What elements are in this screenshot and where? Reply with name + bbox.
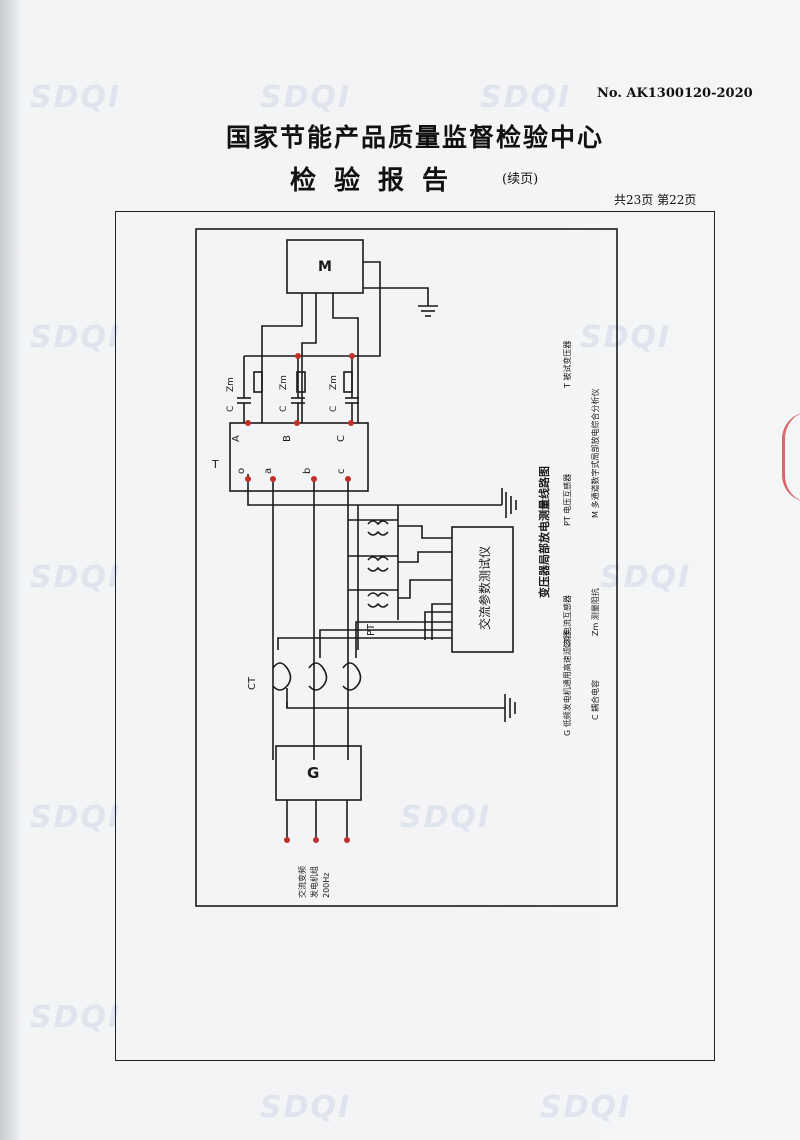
label-m: M (318, 259, 332, 275)
zm-label-a: Zm (226, 377, 236, 392)
terminal-label-a: A (231, 435, 242, 442)
ac-parameter-tester-box (451, 526, 514, 653)
legend-item: M 多通道数字式局部放电综合分析仪 (590, 389, 600, 518)
legend-item: T 被试变压器 (562, 341, 572, 389)
watermark-logo: SDQI (30, 320, 122, 355)
legend-item: PT 电压互感器 (562, 474, 572, 526)
watermark-logo: SDQI (540, 1090, 632, 1125)
source-label-3: 200Hz (322, 873, 331, 898)
terminal-label-lv-b: b (302, 468, 313, 474)
watermark-logo: SDQI (30, 1000, 122, 1035)
source-label-1: 交流变频 (297, 866, 307, 898)
watermark-logo: SDQI (260, 1090, 352, 1125)
watermark-logo: SDQI (30, 560, 122, 595)
watermark-logo: SDQI (580, 320, 672, 355)
watermark-logo: SDQI (260, 80, 352, 115)
watermark-logo: SDQI (600, 560, 692, 595)
page-title: 国家节能产品质量监督检验中心 (225, 123, 604, 152)
analyzer-box-m (286, 239, 364, 294)
binding-spine (0, 0, 20, 1140)
analyzer-label: 交流参数测试仪 (477, 546, 492, 630)
watermark-logo: SDQI (30, 80, 122, 115)
terminal-label-lv-c: c (336, 469, 347, 475)
label-g: G (307, 764, 319, 782)
diagram-caption: 变压器局部放电测量线路图 (537, 466, 551, 598)
source-label-2: 发电机组 (309, 866, 319, 898)
c-label-a: C (226, 406, 236, 412)
page-counter: 共23页 第22页 (614, 193, 697, 207)
label-pt: PT (366, 623, 377, 636)
watermark-logo: SDQI (30, 800, 122, 835)
report-number: No. AK1300120-2020 (597, 86, 753, 101)
legend-item: CT 电流互感器 (562, 595, 572, 648)
zm-resistor-b (296, 371, 306, 393)
terminal-label-c: C (336, 435, 347, 442)
terminal-label-o: o (236, 468, 247, 474)
legend-item: G 低频发电机通用高速滤波器 (562, 631, 572, 736)
c-label-c: C (329, 406, 339, 412)
red-seal-stamp (782, 412, 800, 502)
watermark-logo: SDQI (480, 80, 572, 115)
terminal-label-b: B (282, 435, 293, 442)
zm-resistor-c (343, 371, 353, 393)
zm-label-c: Zm (329, 375, 339, 390)
terminal-dots (245, 353, 355, 843)
legend-item: Zm 测量阻抗 (590, 588, 600, 636)
diagram-border (195, 228, 618, 907)
label-ct: CT (247, 676, 258, 690)
page-subtitle: 检验报告 (290, 166, 467, 196)
watermark-logo: SDQI (400, 800, 492, 835)
zm-label-b: Zm (279, 375, 289, 390)
zm-resistor-a (253, 371, 263, 393)
generator-box-g (275, 745, 362, 801)
label-t: T (211, 458, 219, 471)
c-label-b: C (279, 406, 289, 412)
continuation-note: (续页) (502, 172, 539, 187)
legend-item: C 耦合电容 (590, 680, 600, 720)
content-frame (115, 211, 715, 1061)
terminal-label-lv-a: a (263, 468, 274, 474)
